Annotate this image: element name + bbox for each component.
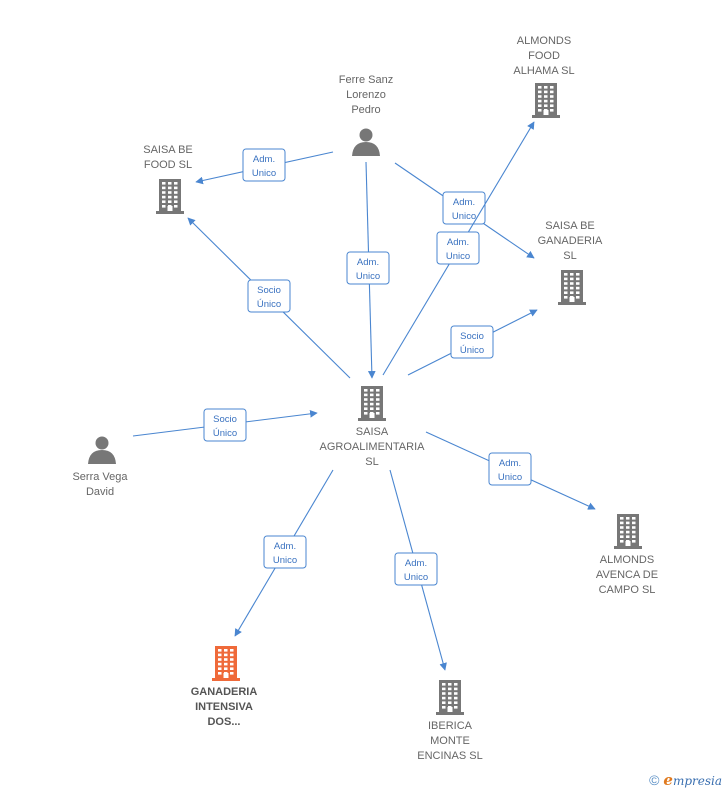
edge-label-line: Unico xyxy=(252,168,276,179)
copyright-symbol: © xyxy=(649,772,660,788)
edge-label-badge[interactable]: Adm. Unico xyxy=(346,251,390,285)
edge-label-line: Unico xyxy=(498,472,522,483)
building-icon xyxy=(614,514,642,549)
edge-saisa_agro-to-almonds_alhama: Adm. Unico xyxy=(382,121,535,376)
edge-saisa_agro-to-almonds_avenca: Adm. Unico xyxy=(425,431,596,510)
node-label-line: David xyxy=(86,486,114,498)
nodes-layer: Ferre SanzLorenzoPedroALMONDSFOODALHAMA … xyxy=(72,35,658,762)
edge-label-line: Socio xyxy=(460,331,484,342)
edge-label-line: Unico xyxy=(452,211,476,222)
node-label-line: INTENSIVA xyxy=(195,701,253,713)
node-iberica[interactable]: IBERICA MONTE ENCINAS SL xyxy=(417,680,483,762)
edge-label-line: Socio xyxy=(213,414,237,425)
edge-label-line: Único xyxy=(213,428,237,439)
node-almonds_avenca[interactable]: ALMONDS AVENCA DE CAMPO SL xyxy=(596,514,658,596)
node-ganaderia_intensiva[interactable]: GANADERIA INTENSIVA DOS... xyxy=(191,646,258,728)
edge-label-badge[interactable]: Adm. Unico xyxy=(436,231,480,265)
building-icon xyxy=(558,270,586,305)
node-label-line: Pedro xyxy=(351,104,380,116)
node-label-line: AGROALIMENTARIA xyxy=(320,441,426,453)
edge-label-badge[interactable]: Adm. Unico xyxy=(394,552,438,586)
edge-label-badge[interactable]: Adm. Unico xyxy=(488,452,532,486)
node-label-line: AVENCA DE xyxy=(596,569,658,581)
edge-label-line: Único xyxy=(460,345,484,356)
edge-label-line: Adm. xyxy=(499,458,521,469)
edge-label-line: Adm. xyxy=(405,558,427,569)
node-label-line: IBERICA xyxy=(428,720,473,732)
building-icon xyxy=(212,646,240,681)
node-saisa_food[interactable]: SAISA BE FOOD SL xyxy=(143,144,193,214)
person-icon xyxy=(352,128,380,156)
edge-label-line: Unico xyxy=(273,555,297,566)
edge-ferre-to-saisa_ganaderia: Adm. Unico xyxy=(394,162,535,259)
edge-saisa_agro-to-ganaderia_intensiva: Adm. Unico xyxy=(234,469,334,637)
edge-label-badge[interactable]: Adm. Unico xyxy=(442,191,486,225)
node-label-line: FOOD xyxy=(528,50,560,62)
edges-layer: Adm.UnicoAdm.UnicoAdm.UnicoAdm.UnicoSoci… xyxy=(132,121,596,671)
node-label-line: ALMONDS xyxy=(517,35,571,47)
node-label-line: CAMPO SL xyxy=(599,584,656,596)
edge-ferre-to-saisa_agro: Adm. Unico xyxy=(346,161,390,379)
node-label-line: ENCINAS SL xyxy=(417,750,482,762)
edge-label-line: Unico xyxy=(356,271,380,282)
node-label-line: ALMONDS xyxy=(600,554,654,566)
edge-saisa_agro-to-iberica: Adm. Unico xyxy=(389,469,447,671)
edge-label-line: Adm. xyxy=(357,257,379,268)
building-icon xyxy=(358,386,386,421)
building-icon xyxy=(532,83,560,118)
building-icon xyxy=(436,680,464,715)
node-label-line: DOS... xyxy=(207,716,240,728)
brand-name: mpresia xyxy=(672,774,722,788)
node-label-line: SAISA xyxy=(356,426,389,438)
edge-label-line: Adm. xyxy=(253,154,275,165)
edge-ferre-to-saisa_food: Adm. Unico xyxy=(195,148,334,185)
node-label-line: GANADERIA xyxy=(538,235,603,247)
node-label-line: Serra Vega xyxy=(72,471,128,483)
edge-label-line: Adm. xyxy=(447,237,469,248)
node-label-line: GANADERIA xyxy=(191,686,258,698)
edge-label-badge[interactable]: Adm. Unico xyxy=(263,535,307,569)
node-label-line: FOOD SL xyxy=(144,159,192,171)
edge-label-line: Unico xyxy=(404,572,428,583)
node-label-line: SL xyxy=(365,456,378,468)
edge-label-badge[interactable]: Adm. Unico xyxy=(242,148,286,182)
node-label-line: Lorenzo xyxy=(346,89,386,101)
building-icon xyxy=(156,179,184,214)
node-saisa_agro[interactable]: SAISA AGROALIMENTARIA SL xyxy=(320,386,426,468)
node-label-line: SL xyxy=(563,250,576,262)
node-label-line: ALHAMA SL xyxy=(513,65,574,77)
node-label-line: SAISA BE xyxy=(545,220,595,232)
node-label-line: MONTE xyxy=(430,735,470,747)
node-label-line: SAISA BE xyxy=(143,144,193,156)
edge-label-line: Socio xyxy=(257,285,281,296)
brand-initial: e xyxy=(663,771,673,789)
edge-label-line: Adm. xyxy=(453,197,475,208)
node-saisa_ganaderia[interactable]: SAISA BE GANADERIA SL xyxy=(538,220,603,305)
node-label-line: Ferre Sanz xyxy=(339,74,393,86)
edge-label-line: Único xyxy=(257,299,281,310)
edge-label-line: Adm. xyxy=(274,541,296,552)
node-almonds_alhama[interactable]: ALMONDS FOOD ALHAMA SL xyxy=(513,35,575,118)
edge-label-line: Unico xyxy=(446,251,470,262)
brand-watermark: ©empresia xyxy=(649,771,722,789)
person-icon xyxy=(88,436,116,464)
